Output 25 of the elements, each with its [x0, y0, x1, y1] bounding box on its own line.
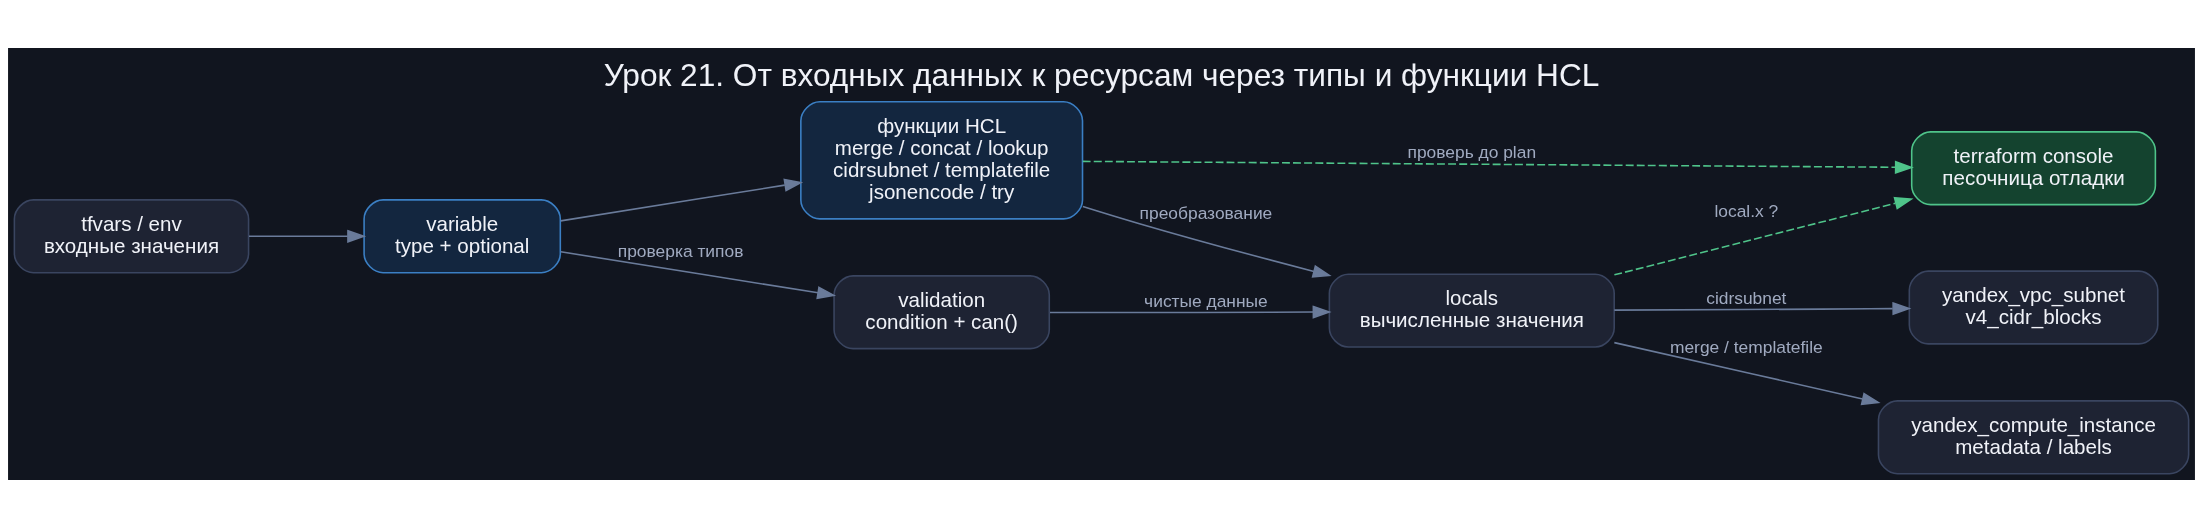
- arrow: [1613, 341, 1881, 406]
- arrow: [1613, 302, 1912, 316]
- edge-label: проверь до plan: [1407, 142, 1537, 163]
- node-box: yandex_compute_instance metadata / labels: [1877, 400, 2190, 475]
- arrow: [559, 251, 837, 300]
- node-box: yandex_vpc_subnet v4_cidr_blocks: [1908, 270, 2159, 345]
- diagram-title: Урок 21. От входных данных к ресурсам через типы и функции HCL: [603, 56, 1600, 93]
- node-box: locals вычисленные значения: [1328, 273, 1615, 348]
- arrow: [1082, 205, 1332, 278]
- edge-label: merge / templatefile: [1669, 337, 1823, 358]
- edge-label: проверка типов: [617, 240, 744, 261]
- node-box: tfvars / env входные значения: [13, 199, 250, 274]
- arrow: [1082, 160, 1914, 174]
- node-box: terraform console песочница отладки: [1910, 131, 2157, 206]
- node-box: validation condition + can(): [833, 275, 1051, 350]
- edge-label: чистые данные: [1144, 291, 1268, 312]
- edge-label: local.x ?: [1714, 201, 1779, 221]
- edge-label: преобразование: [1139, 202, 1273, 223]
- arrow: [248, 229, 367, 243]
- node-box: функции HCL merge / concat / lookup cidrsubnet / templatefile jsonencode / try: [800, 101, 1084, 220]
- arrow: [1049, 305, 1332, 319]
- node-box: variable type + optional: [363, 199, 562, 274]
- edge-label: cidrsubnet: [1706, 288, 1787, 309]
- arrow: [559, 178, 804, 222]
- arrow: [1613, 196, 1914, 276]
